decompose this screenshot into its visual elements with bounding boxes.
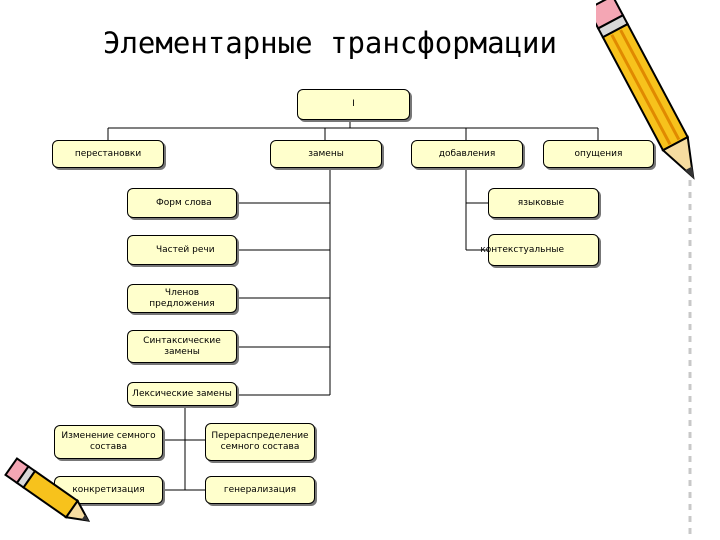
node-contextual: контекстуальные — [480, 234, 599, 266]
node-generalization: генерализация — [205, 476, 315, 504]
root-node: I — [297, 89, 410, 120]
node-sentence-members: Членов предложения — [127, 284, 237, 313]
node-seme-change: Изменение семного состава — [54, 425, 163, 459]
pencil-icon — [596, 0, 695, 180]
dashed-line-decoration — [688, 180, 692, 540]
node-syntactic-replacements: Синтаксические замены — [127, 330, 237, 363]
node-lexical-replacements: Лексические замены — [127, 382, 237, 406]
node-replacements: замены — [270, 140, 382, 168]
page-title: Элементарные трансформации — [103, 26, 557, 60]
node-permutations: перестановки — [52, 140, 164, 168]
node-parts-of-speech: Частей речи — [127, 235, 237, 265]
pencil-small-icon — [4, 457, 91, 522]
node-additions: добавления — [411, 140, 523, 168]
node-linguistic: языковые — [488, 188, 599, 218]
node-omissions: опущения — [543, 140, 654, 168]
node-seme-redistribution: Перераспределение семного состава — [205, 423, 315, 461]
node-word-forms: Форм слова — [127, 188, 237, 218]
